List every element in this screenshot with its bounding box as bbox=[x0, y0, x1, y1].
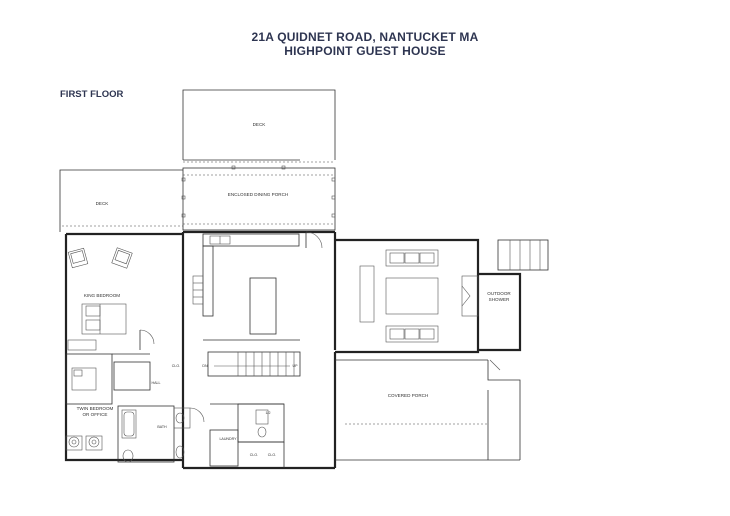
plan-subtitle: HIGHPOINT GUEST HOUSE bbox=[284, 44, 446, 58]
stairs bbox=[207, 351, 301, 377]
label-outdoor-shower-1: OUTDOOR bbox=[487, 291, 511, 296]
laundry-halfbath bbox=[209, 403, 285, 468]
label-clo-3: CLO. bbox=[268, 453, 276, 457]
exterior-walls bbox=[64, 230, 522, 470]
label-deck-top: DECK bbox=[253, 122, 267, 127]
kitchen-area bbox=[192, 231, 323, 341]
label-twin-bedroom-2: OR OFFICE bbox=[82, 412, 107, 417]
floor-label: FIRST FLOOR bbox=[60, 89, 124, 100]
label-up: UP bbox=[293, 364, 299, 368]
outdoor-shower bbox=[497, 239, 549, 271]
label-king-bedroom: KING BEDROOM bbox=[84, 293, 120, 298]
label-clo-2: CLO. bbox=[250, 453, 258, 457]
label-twin-bedroom-1: TWIN BEDROOM bbox=[77, 406, 114, 411]
king-bedroom-furniture bbox=[67, 247, 155, 351]
label-half-bath: 1/2 bbox=[266, 411, 271, 415]
label-hall: HALL bbox=[152, 381, 161, 385]
label-laundry: LAUNDRY bbox=[219, 437, 237, 441]
label-clo-1: CLO. bbox=[172, 364, 180, 368]
label-deck-left: DECK bbox=[96, 201, 110, 206]
covered-porch bbox=[335, 359, 521, 461]
living-room-furniture bbox=[359, 249, 479, 343]
twin-bedroom bbox=[65, 353, 151, 451]
label-dn: DN bbox=[202, 364, 208, 368]
plan-title: 21A QUIDNET ROAD, NANTUCKET MA bbox=[251, 30, 479, 44]
enclosed-dining-porch bbox=[181, 165, 336, 231]
left-deck bbox=[59, 169, 183, 232]
label-bath: BATH bbox=[157, 425, 167, 429]
label-enclosed-dining-porch: ENCLOSED DINING PORCH bbox=[228, 192, 289, 197]
bath-block bbox=[117, 405, 205, 463]
label-covered-porch: COVERED PORCH bbox=[388, 393, 429, 398]
label-outdoor-shower-2: SHOWER bbox=[489, 297, 510, 302]
top-deck bbox=[182, 89, 336, 163]
